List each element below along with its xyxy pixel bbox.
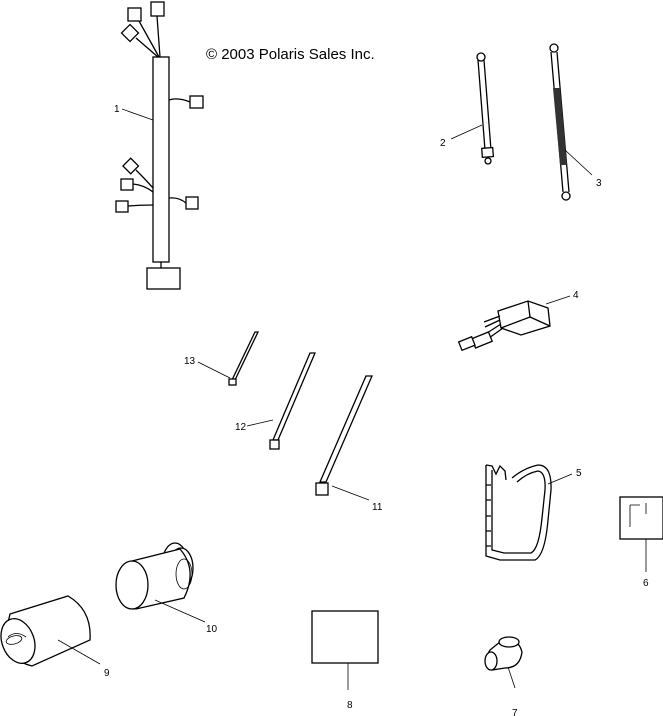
part-7-elbow-grommet	[484, 636, 523, 671]
part-11-tie-strap	[315, 375, 373, 496]
leader-10	[154, 599, 206, 623]
part-9-loom-sleeve	[0, 595, 91, 667]
callout-8: 8	[347, 700, 353, 711]
part-12-tie-strap	[269, 352, 316, 450]
leader-3	[564, 149, 593, 176]
callout-4: 4	[573, 290, 579, 301]
part-8-decal	[311, 610, 379, 664]
leader-7	[507, 666, 516, 689]
callout-11: 11	[372, 502, 383, 513]
leader-12	[246, 419, 274, 427]
callout-7: 7	[512, 708, 518, 716]
callout-12: 12	[235, 422, 247, 433]
callout-13: 13	[184, 356, 196, 367]
part-5-bracket	[485, 464, 552, 561]
leader-9	[57, 639, 101, 665]
leader-5	[547, 473, 573, 485]
part-4-connector	[457, 300, 551, 352]
callout-10: 10	[206, 624, 218, 635]
callout-9: 9	[104, 668, 110, 679]
part-3-cable	[549, 43, 571, 201]
callout-1: 1	[114, 104, 120, 115]
callout-6: 6	[643, 578, 649, 589]
copyright-notice: © 2003 Polaris Sales Inc.	[206, 46, 375, 63]
leader-1	[121, 108, 154, 121]
leader-13	[197, 361, 231, 379]
part-10-conduit-roll	[115, 542, 194, 610]
callout-5: 5	[576, 468, 582, 479]
leader-2	[450, 124, 483, 140]
callout-2: 2	[440, 138, 446, 149]
leader-4	[545, 295, 571, 305]
part-13-tie-strap	[228, 331, 260, 386]
part-6-label	[619, 496, 663, 540]
part-2-cable	[476, 52, 495, 165]
leader-11	[331, 485, 370, 501]
part-1-wiring-harness	[115, 1, 204, 290]
callout-3: 3	[596, 178, 602, 189]
